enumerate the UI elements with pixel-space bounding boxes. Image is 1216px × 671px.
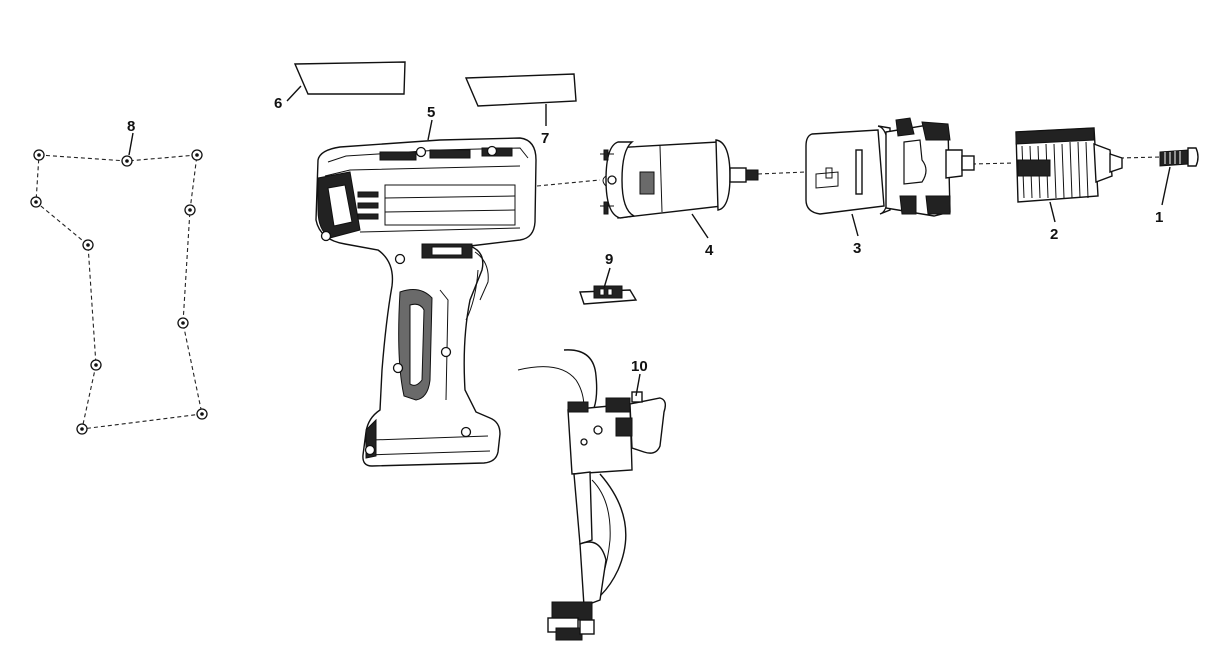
leader-line-4 xyxy=(691,213,709,239)
callout-4: 4 xyxy=(705,242,714,259)
leader-line-3 xyxy=(851,213,859,237)
leader-line-6 xyxy=(286,85,302,102)
screw-icon xyxy=(1159,147,1199,167)
label-plate-icon xyxy=(293,61,406,95)
housing-screws-icon xyxy=(30,149,208,435)
gearbox-icon xyxy=(805,117,975,217)
assembly-axis xyxy=(536,179,601,187)
leader-line-5 xyxy=(427,119,433,141)
trigger-switch-icon xyxy=(517,349,667,641)
callout-9: 9 xyxy=(605,251,613,268)
callout-7: 7 xyxy=(541,130,549,147)
assembly-axis xyxy=(1119,156,1161,159)
direction-slider-icon xyxy=(579,285,638,305)
screw-head xyxy=(33,149,45,161)
label-plate-icon xyxy=(464,73,577,107)
callout-6: 6 xyxy=(274,95,282,112)
callout-2: 2 xyxy=(1050,226,1058,243)
callout-5: 5 xyxy=(427,104,435,121)
screw-head xyxy=(30,196,42,208)
screw-head xyxy=(76,423,88,435)
assembly-axis xyxy=(757,171,807,175)
leader-line-10 xyxy=(635,373,641,397)
screw-head xyxy=(177,317,189,329)
leader-line-8 xyxy=(128,132,134,156)
vent-slots xyxy=(357,191,379,220)
callout-10: 10 xyxy=(631,358,648,375)
assembly-axis xyxy=(971,162,1015,165)
screw-head xyxy=(196,408,208,420)
leader-line-2 xyxy=(1049,201,1056,223)
motor-icon xyxy=(600,139,759,219)
callout-8: 8 xyxy=(127,118,135,135)
leader-line-9 xyxy=(603,267,611,289)
callout-1: 1 xyxy=(1155,209,1163,226)
drill-chuck-icon xyxy=(1015,127,1123,203)
leader-line-1 xyxy=(1161,166,1171,206)
screw-head xyxy=(184,204,196,216)
drill-housing-icon xyxy=(315,137,537,467)
screw-head xyxy=(121,155,133,167)
screw-head xyxy=(90,359,102,371)
screw-head xyxy=(82,239,94,251)
screw-head xyxy=(191,149,203,161)
callout-3: 3 xyxy=(853,240,861,257)
